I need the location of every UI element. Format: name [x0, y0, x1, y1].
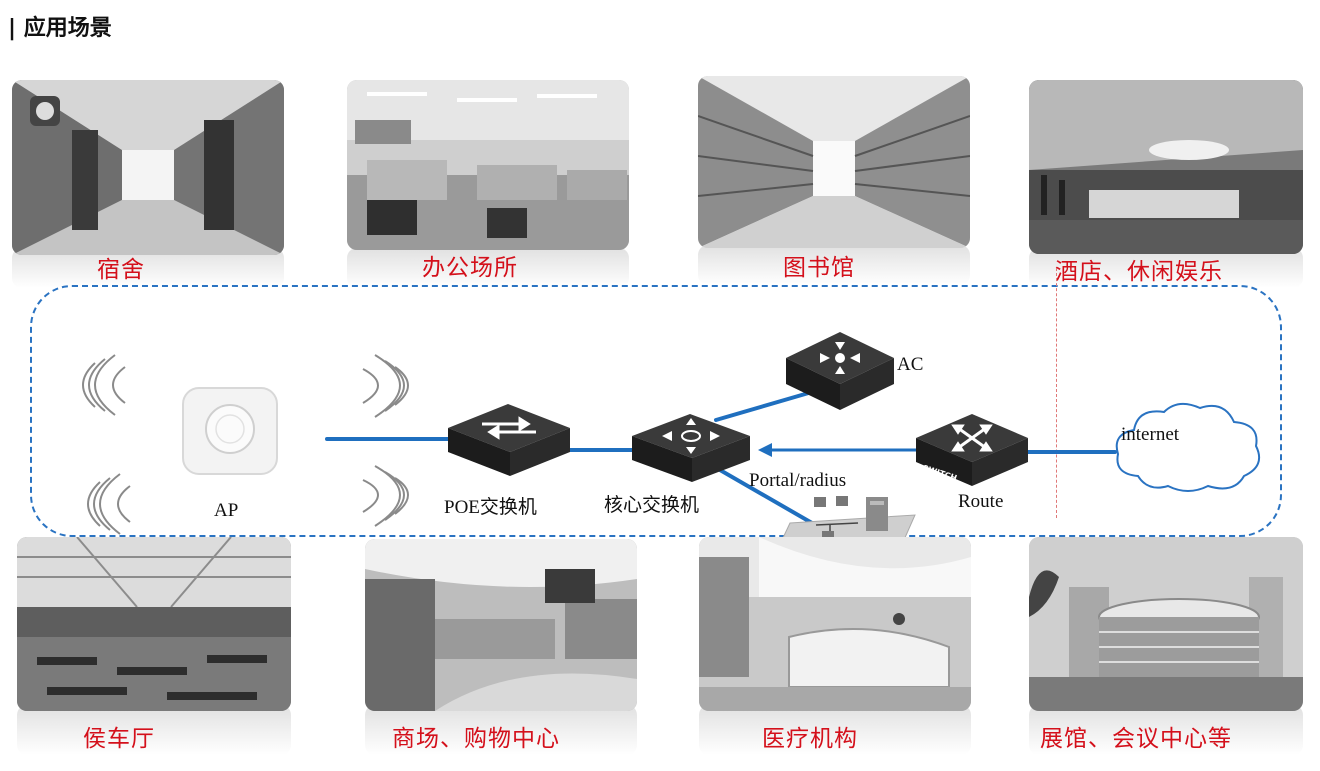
caption-dormitory: 宿舍 — [97, 257, 145, 283]
waiting-hall-photo — [17, 537, 291, 711]
route-switch-icon: SWITCH — [916, 414, 1028, 486]
caption-library: 图书馆 — [783, 255, 855, 281]
wifi-right-lower-icon — [362, 465, 409, 527]
ap-device-icon — [182, 387, 278, 475]
exhibition-photo — [1029, 537, 1303, 711]
network-zone — [30, 285, 1282, 537]
mall-photo — [365, 539, 637, 711]
ac-controller-icon — [786, 332, 894, 410]
wifi-left-icon — [82, 354, 126, 416]
boundary-line — [1056, 268, 1057, 518]
poe-switch-icon — [448, 404, 570, 476]
label-internet: internet — [1121, 424, 1180, 445]
library-photo — [698, 76, 970, 248]
wifi-left-lower-icon — [87, 473, 131, 535]
dormitory-photo — [12, 80, 284, 255]
hotel-photo — [1029, 80, 1303, 254]
caption-waiting-hall: 侯车厅 — [83, 726, 155, 752]
office-photo — [347, 80, 629, 250]
wifi-right-icon — [362, 354, 409, 418]
label-core-switch: 核心交换机 — [604, 495, 700, 516]
caption-hotel: 酒店、休闲娱乐 — [1055, 259, 1223, 285]
label-ap: AP — [214, 500, 239, 521]
caption-office: 办公场所 — [422, 255, 518, 281]
label-ac: AC — [897, 354, 924, 375]
page-title: | 应用场景 — [8, 16, 112, 41]
core-switch-icon — [632, 414, 750, 482]
caption-hospital: 医疗机构 — [762, 726, 858, 752]
caption-exhibition: 展馆、会议中心等 — [1040, 726, 1232, 752]
label-poe-switch: POE交换机 — [444, 497, 537, 518]
internet-cloud-icon — [1115, 402, 1260, 492]
caption-mall: 商场、购物中心 — [392, 726, 560, 752]
label-route: Route — [958, 491, 1004, 512]
label-portal-radius: Portal/radius — [749, 470, 847, 491]
hospital-photo — [699, 537, 971, 711]
